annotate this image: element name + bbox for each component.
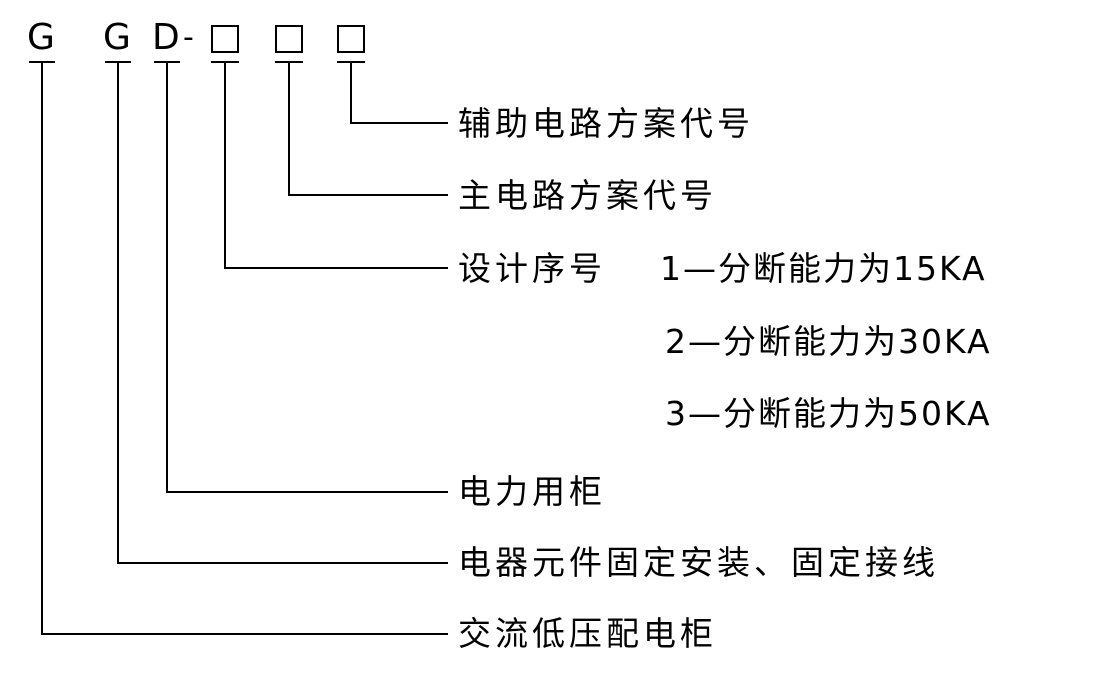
leader-design-seq — [224, 62, 448, 269]
label-aux-circuit: 辅助电路方案代号 — [458, 104, 754, 143]
design-seq-box — [211, 25, 239, 53]
label-design-option-2: 2—分断能力为30KA — [665, 322, 992, 361]
leader-main-circuit — [288, 62, 448, 196]
leader-power-cabinet — [166, 62, 448, 493]
label-ac-lv-cabinet: 交流低压配电柜 — [458, 614, 717, 653]
leader-aux-circuit — [350, 62, 448, 124]
label-power-cabinet: 电力用柜 — [458, 472, 606, 511]
label-fixed-install: 电器元件固定安装、固定接线 — [458, 543, 939, 582]
leader-ac-lv-cabinet — [41, 62, 448, 635]
code-letter-g1: G — [27, 17, 55, 58]
code-letter-g2: G — [103, 17, 131, 58]
label-main-circuit: 主电路方案代号 — [458, 176, 717, 215]
leader-fixed-install — [117, 62, 448, 564]
aux-circuit-box — [337, 25, 365, 53]
label-design-seq: 设计序号 — [458, 249, 606, 288]
main-circuit-box — [275, 25, 303, 53]
label-design-option-1: 1—分断能力为15KA — [660, 249, 987, 288]
code-letter-d: D — [152, 17, 180, 58]
code-separator: - — [183, 20, 194, 55]
label-design-option-3: 3—分断能力为50KA — [665, 394, 992, 433]
